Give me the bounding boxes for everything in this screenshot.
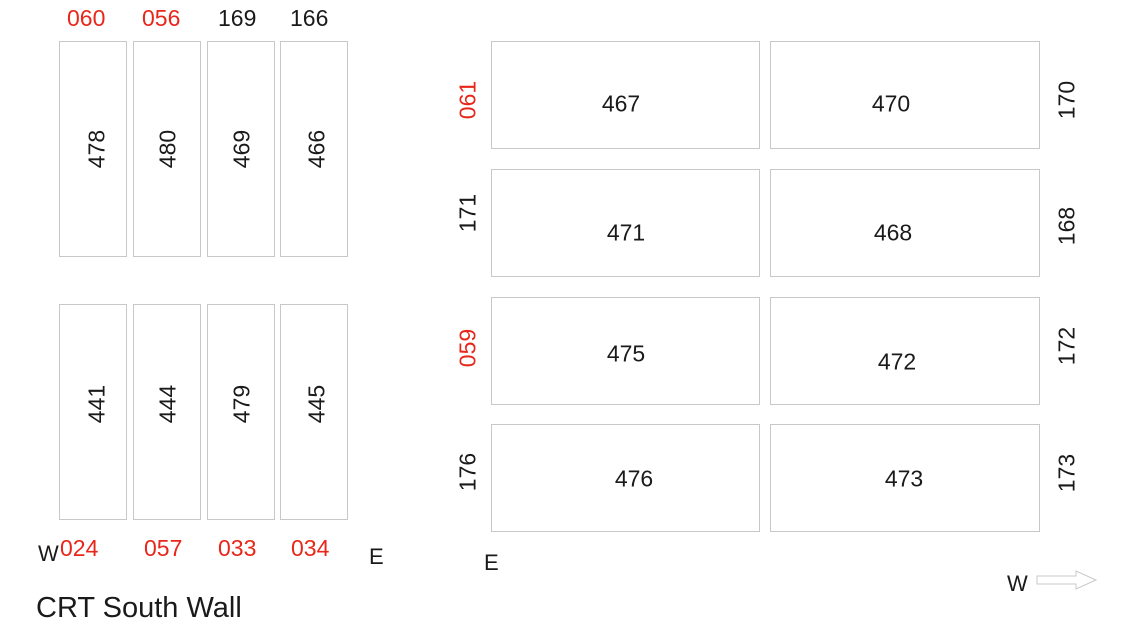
module-box xyxy=(59,304,127,520)
row-right-label: 173 xyxy=(1053,453,1080,493)
bottom-label-2: 057 xyxy=(144,535,183,561)
west-label: W xyxy=(38,541,59,566)
module-id: 476 xyxy=(614,465,654,492)
row-right-label: 170 xyxy=(1053,80,1080,120)
module-box xyxy=(491,297,760,405)
west-label: W xyxy=(1007,571,1028,596)
module-box xyxy=(133,304,201,520)
module-box xyxy=(207,304,275,520)
module-id: 441 xyxy=(83,384,110,424)
module-id: 471 xyxy=(606,219,646,246)
module-id: 468 xyxy=(873,219,913,246)
right-arrow-icon xyxy=(1036,570,1098,590)
module-id: 467 xyxy=(601,90,641,117)
module-box xyxy=(770,41,1040,149)
top-label-2: 056 xyxy=(142,5,181,31)
module-box xyxy=(280,41,348,257)
module-id: 472 xyxy=(877,348,917,375)
row-right-label: 172 xyxy=(1053,326,1080,366)
bottom-label-4: 034 xyxy=(291,535,330,561)
module-id: 473 xyxy=(884,465,924,492)
module-box xyxy=(280,304,348,520)
module-id: 466 xyxy=(303,129,330,169)
row-left-label: 059 xyxy=(454,328,481,368)
module-box xyxy=(491,169,760,277)
module-box xyxy=(59,41,127,257)
module-box xyxy=(491,41,760,149)
module-id: 480 xyxy=(154,129,181,169)
module-id: 469 xyxy=(228,129,255,169)
module-box xyxy=(770,424,1040,532)
top-label-4: 166 xyxy=(290,5,329,31)
module-box xyxy=(207,41,275,257)
east-label: E xyxy=(484,550,499,575)
module-box xyxy=(133,41,201,257)
row-right-label: 168 xyxy=(1053,206,1080,246)
bottom-label-1: 024 xyxy=(60,535,99,561)
top-label-1: 060 xyxy=(67,5,106,31)
east-label: E xyxy=(369,544,384,569)
module-id: 445 xyxy=(303,384,330,424)
module-id: 478 xyxy=(83,129,110,169)
module-id: 479 xyxy=(228,384,255,424)
row-left-label: 061 xyxy=(454,80,481,120)
bottom-label-3: 033 xyxy=(218,535,257,561)
module-id: 444 xyxy=(154,384,181,424)
module-box xyxy=(770,297,1040,405)
row-left-label: 171 xyxy=(454,193,481,233)
module-id: 475 xyxy=(606,340,646,367)
diagram-title: CRT South Wall xyxy=(36,592,242,624)
module-box xyxy=(770,169,1040,277)
module-id: 470 xyxy=(871,90,911,117)
row-left-label: 176 xyxy=(454,452,481,492)
module-box xyxy=(491,424,760,532)
top-label-3: 169 xyxy=(218,5,257,31)
